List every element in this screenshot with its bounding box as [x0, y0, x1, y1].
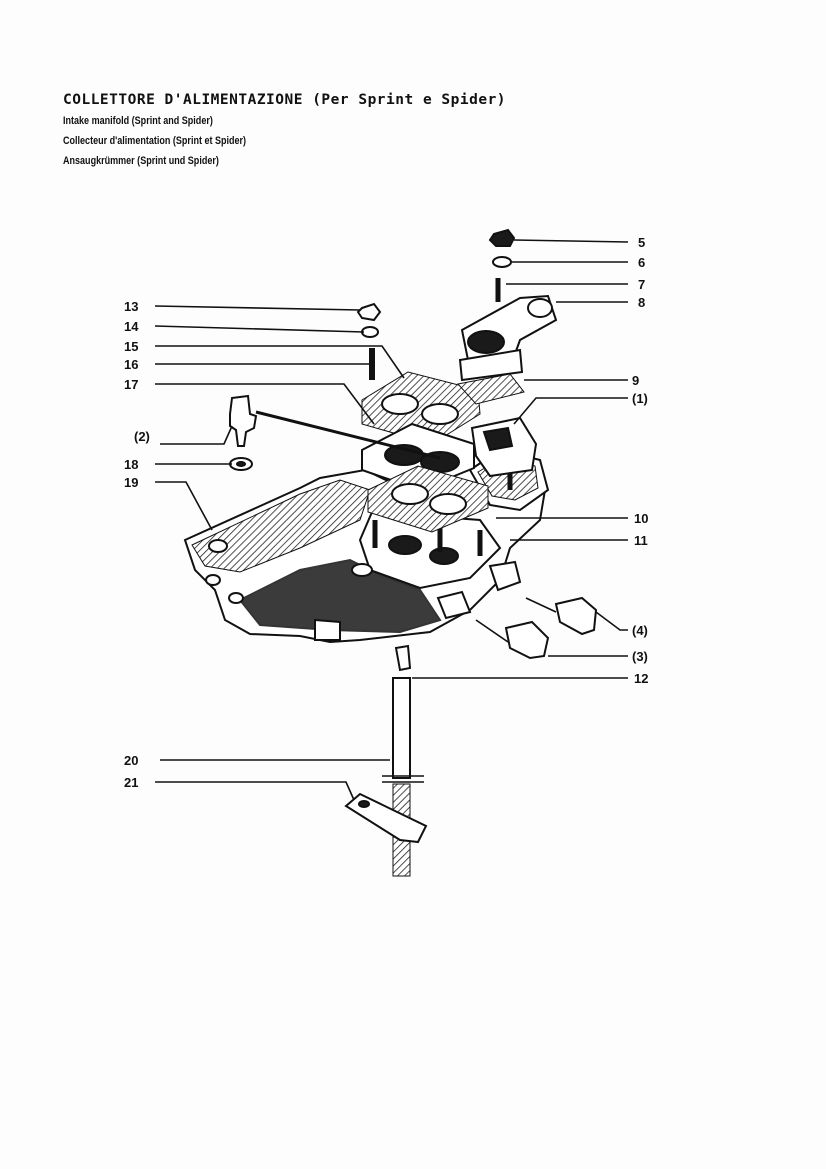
callout-16: 16: [124, 357, 138, 372]
gasket-upper: [361, 371, 481, 445]
callout-6: 6: [638, 255, 645, 270]
callout-13: 13: [124, 299, 138, 314]
callout-20: 20: [124, 753, 138, 768]
nut-5: [488, 228, 516, 247]
title-italian: COLLETTORE D'ALIMENTAZIONE (Per Sprint e…: [63, 92, 507, 108]
title-german: Ansaugkrümmer (Sprint und Spider): [63, 155, 219, 167]
sender-unit-2: [229, 394, 258, 447]
callout-7: 7: [638, 277, 645, 292]
callout-11: 11: [634, 533, 648, 548]
callout-labels: 5 6 7 8 9 (1) 10 11 (4) (3) 12 13 14 15 …: [124, 235, 648, 790]
callout-10: 10: [634, 511, 648, 526]
callout-8: 8: [638, 295, 645, 310]
callout-4: (4): [632, 623, 648, 638]
title-french: Collecteur d'alimentation (Sprint et Spi…: [63, 135, 247, 147]
nut-13: [356, 302, 382, 322]
callout-18: 18: [124, 457, 138, 472]
callout-9: 9: [632, 373, 639, 388]
callout-17: 17: [124, 377, 138, 392]
union-3: [504, 620, 550, 660]
callout-1: (1): [632, 391, 648, 406]
callout-19: 19: [124, 475, 138, 490]
washer-18: [229, 457, 253, 471]
washer-6: [492, 256, 512, 268]
outlet-gasket: [457, 373, 525, 405]
bracket-21: [344, 792, 428, 844]
callout-5: 5: [638, 235, 645, 250]
manifold-body: [183, 448, 550, 644]
plug-12: [394, 644, 412, 672]
water-outlet-elbow: [458, 294, 558, 382]
callout-12: 12: [634, 671, 648, 686]
callout-14: 14: [124, 319, 139, 334]
callout-15: 15: [124, 339, 138, 354]
title-block: COLLETTORE D'ALIMENTAZIONE (Per Sprint e…: [63, 92, 506, 171]
callout-21: 21: [124, 775, 138, 790]
callout-2: (2): [134, 429, 150, 444]
tube-20: [382, 677, 424, 877]
callout-3: (3): [632, 649, 648, 664]
union-4: [554, 596, 598, 636]
washer-14: [361, 326, 379, 338]
gasket-lower: [367, 465, 489, 533]
title-english: Intake manifold (Sprint and Spider): [63, 115, 213, 127]
leader-lines: [154, 239, 629, 801]
